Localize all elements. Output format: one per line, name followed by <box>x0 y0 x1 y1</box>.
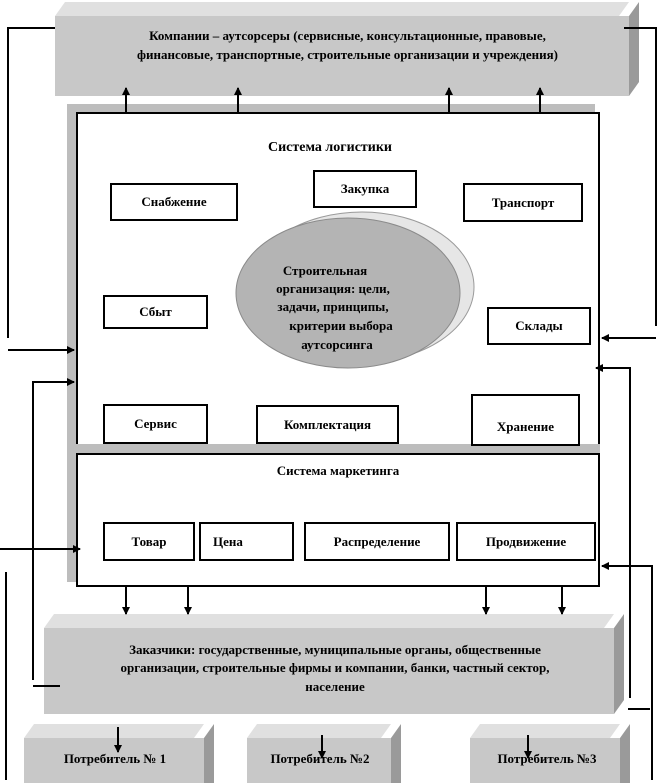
center-text-line2: организация: цели, <box>276 281 390 296</box>
consumer-1-label: Потребитель № 1 <box>63 751 167 766</box>
price-box: Цена <box>199 522 294 561</box>
logistics-title: Система логистики <box>268 140 392 155</box>
right-loop-mid <box>595 364 631 698</box>
customers-block <box>44 614 624 714</box>
consumer-3-label: Потребитель №3 <box>497 751 597 766</box>
outsourcers-text-line1: Компании – аутсорсеры (сервисные, консул… <box>149 28 546 43</box>
left-loop-mid <box>32 378 75 680</box>
logistics-bottom-shade <box>76 444 600 453</box>
marketing-system-frame <box>76 453 600 587</box>
service-box: Сервис <box>103 404 208 444</box>
completion-box: Комплектация <box>256 405 399 444</box>
consumer-3-block <box>470 724 630 783</box>
customers-text-line1: Заказчики: государственные, муниципальны… <box>129 642 541 657</box>
marketing-title: Система маркетинга <box>276 463 400 478</box>
left-loop-top <box>7 27 55 338</box>
center-text-line4: критерии выбора <box>289 318 393 333</box>
right-loop-top <box>624 27 657 326</box>
center-ellipse <box>235 211 475 369</box>
center-text-line5: аутсорсинга <box>301 337 373 352</box>
supply-box: Снабжение <box>110 183 238 221</box>
right-loop-low <box>601 562 653 780</box>
purchase-box: Закупка <box>313 170 417 208</box>
outsourcers-text-line2: финансовые, транспортные, строительные о… <box>137 47 558 62</box>
center-text-line1: Строительная <box>282 263 368 278</box>
transport-box: Транспорт <box>463 183 583 222</box>
customers-text-line2: организации, строительные фирмы и компан… <box>120 660 550 675</box>
center-text-line3: задачи, принципы, <box>277 299 389 314</box>
storage-box: Хранение <box>471 394 580 446</box>
distribution-box: Распределение <box>304 522 450 561</box>
warehouses-box: Склады <box>487 307 591 345</box>
promotion-box: Продвижение <box>456 522 596 561</box>
consumer-2-block <box>247 724 401 783</box>
customers-text-line3: население <box>305 679 365 694</box>
sales-box: Сбыт <box>103 295 208 329</box>
product-box: Товар <box>103 522 195 561</box>
outsourcers-block <box>55 2 639 96</box>
